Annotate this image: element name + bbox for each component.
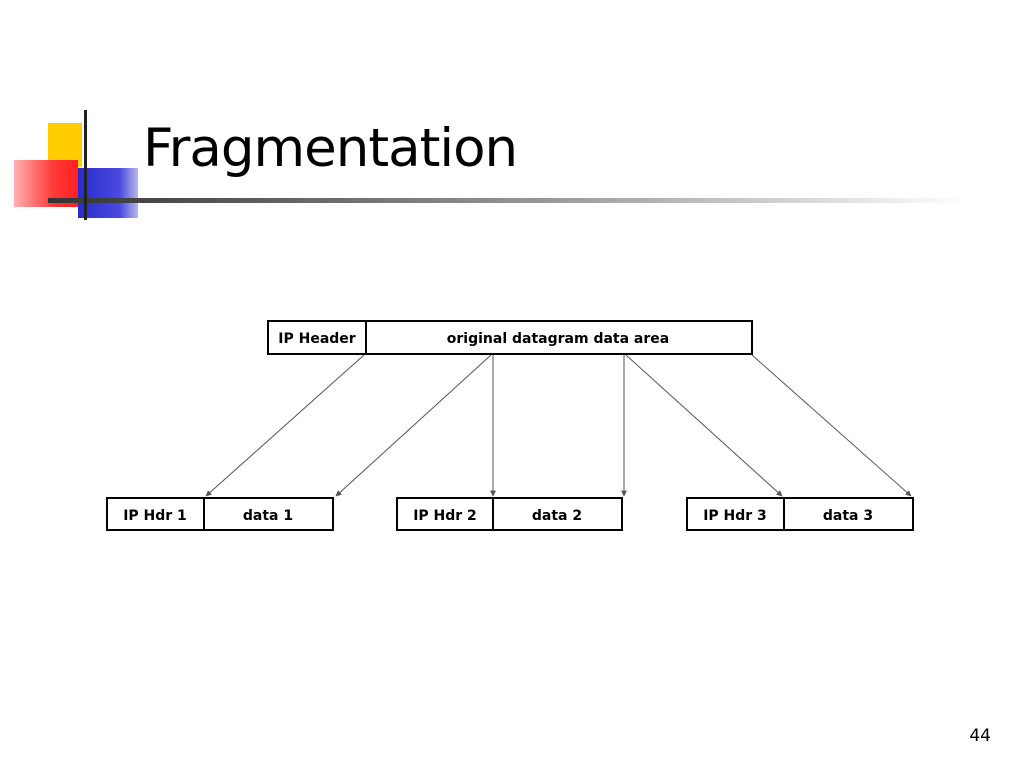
- title-rule: [48, 198, 968, 203]
- fragment-arrows: [205, 354, 912, 497]
- fragment-2: IP Hdr 2 data 2: [396, 497, 623, 531]
- fragment-data-box: [203, 497, 334, 531]
- original-header-label: IP Header: [278, 331, 356, 347]
- fragment-data-box: [783, 497, 914, 531]
- fragment-1: IP Hdr 1 data 1: [106, 497, 334, 531]
- blue-square: [78, 168, 138, 218]
- arrow-line: [625, 354, 783, 497]
- fragment-3: IP Hdr 3 data 3: [686, 497, 914, 531]
- original-data-label: original datagram data area: [447, 331, 669, 347]
- fragment-data-label: data 3: [823, 508, 873, 524]
- fragment-header-label: IP Hdr 2: [413, 508, 477, 524]
- yellow-square: [48, 123, 82, 167]
- fragment-data-label: data 2: [532, 508, 582, 524]
- original-datagram: IP Header original datagram data area: [267, 320, 753, 355]
- page-number: 44: [969, 726, 991, 746]
- fragment-data-box: [492, 497, 623, 531]
- original-header-box: [267, 320, 367, 355]
- slide-title: Fragmentation: [143, 118, 518, 179]
- fragment-header-label: IP Hdr 3: [703, 508, 767, 524]
- original-data-box: [365, 320, 753, 355]
- fragment-header-box: [686, 497, 785, 531]
- fragment-header-label: IP Hdr 1: [123, 508, 187, 524]
- fragment-header-box: [106, 497, 205, 531]
- vertical-rule: [84, 110, 87, 220]
- arrow-line: [751, 354, 912, 497]
- arrow-line: [335, 354, 492, 497]
- fragment-data-label: data 1: [243, 508, 293, 524]
- arrow-line: [205, 354, 365, 497]
